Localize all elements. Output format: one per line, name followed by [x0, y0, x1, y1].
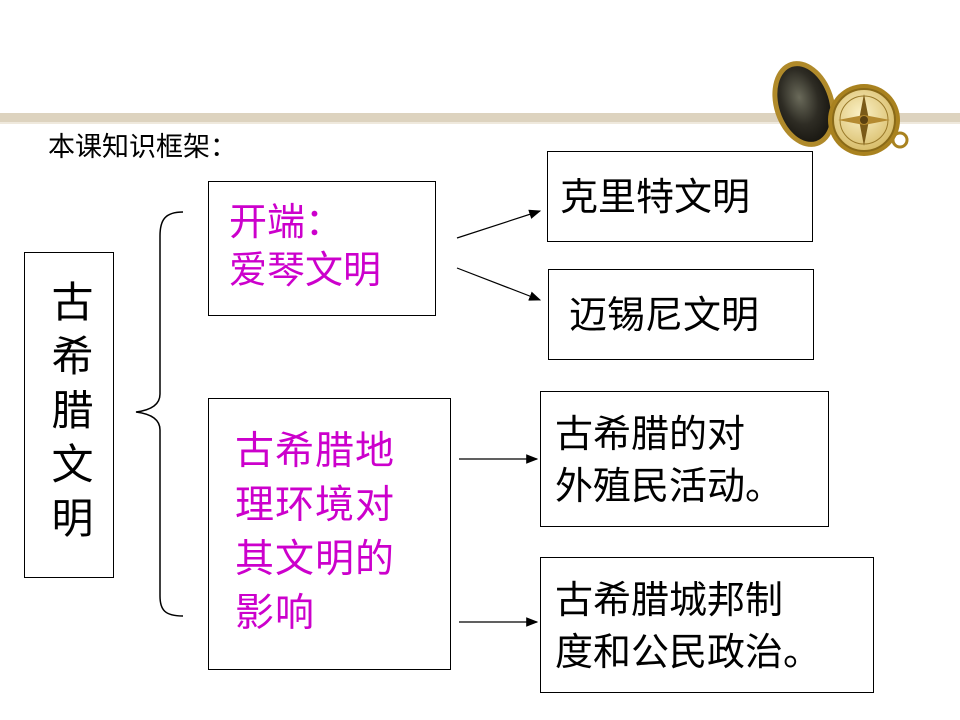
- arrow-to-leaf-2: [457, 268, 540, 300]
- leaf-node-3: 古希腊的对 外殖民活动。: [540, 391, 829, 527]
- leaf-label-2: 迈锡尼文明: [569, 291, 759, 339]
- leaf-label-1: 克里特文明: [560, 173, 750, 221]
- slide-heading: 本课知识框架：: [48, 130, 237, 166]
- root-node: 古希腊文明: [24, 252, 114, 578]
- branch-label-2: 古希腊地 理环境对 其文明的 影响: [235, 425, 450, 641]
- leaf-node-4: 古希腊城邦制 度和公民政治。: [540, 557, 874, 693]
- branch-label-1: 开端： 爱琴文明: [229, 198, 435, 294]
- curly-brace: [136, 212, 183, 616]
- leaf-label-3: 古希腊的对 外殖民活动。: [555, 408, 828, 512]
- branch-node-2: 古希腊地 理环境对 其文明的 影响: [208, 398, 451, 670]
- branch-node-1: 开端： 爱琴文明: [208, 181, 436, 316]
- root-label: 古希腊文明: [48, 280, 90, 550]
- leaf-label-4: 古希腊城邦制 度和公民政治。: [555, 574, 873, 678]
- leaf-node-1: 克里特文明: [547, 151, 813, 242]
- arrow-to-leaf-1: [457, 211, 540, 238]
- leaf-node-2: 迈锡尼文明: [548, 269, 814, 360]
